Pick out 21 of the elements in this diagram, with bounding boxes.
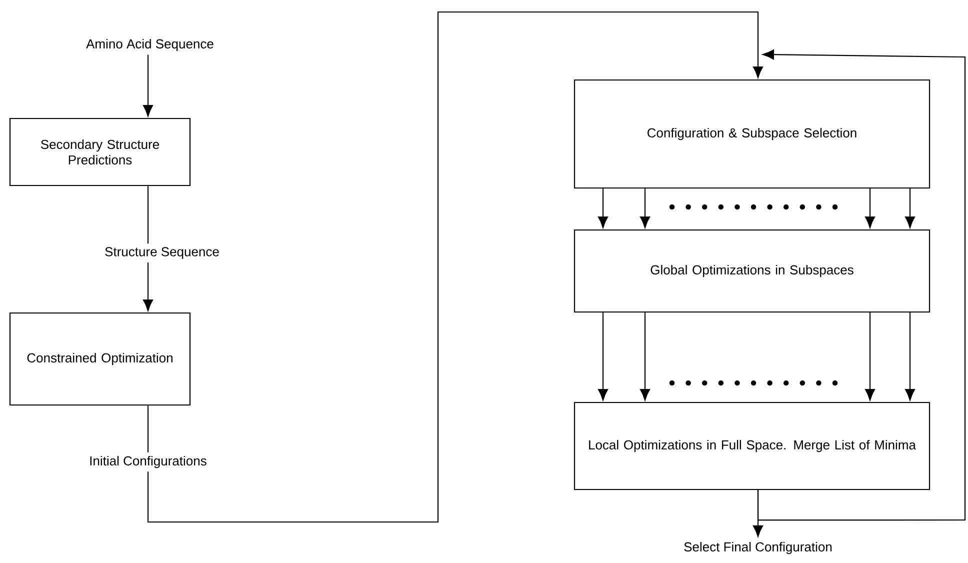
text-label: Structure Sequence [105, 247, 219, 259]
arrow [904, 312, 916, 400]
text-label: Amino Acid Sequence [86, 38, 214, 52]
process-box: Global Optimizations in Subspaces [574, 229, 930, 313]
arrow [864, 188, 876, 228]
arrow [864, 312, 876, 400]
arrow [757, 50, 966, 521]
arrow [640, 188, 650, 228]
process-box: Secondary Structure Predictions [9, 118, 191, 186]
arrow [142, 54, 154, 116]
arrow [640, 312, 650, 400]
arrow [142, 262, 154, 311]
process-box: Configuration & Subspace Selection [574, 79, 930, 189]
arrow [598, 312, 608, 400]
text-label: Select Final Configuration [684, 542, 832, 554]
process-box: Constrained Optimization [9, 312, 191, 406]
text-label: Initial Configurations [90, 456, 206, 468]
arrow [147, 11, 764, 523]
process-box: Local Optimizations in Full Space. Merge List of Minima [574, 402, 930, 490]
arrow [904, 188, 916, 228]
arrow [598, 188, 608, 228]
